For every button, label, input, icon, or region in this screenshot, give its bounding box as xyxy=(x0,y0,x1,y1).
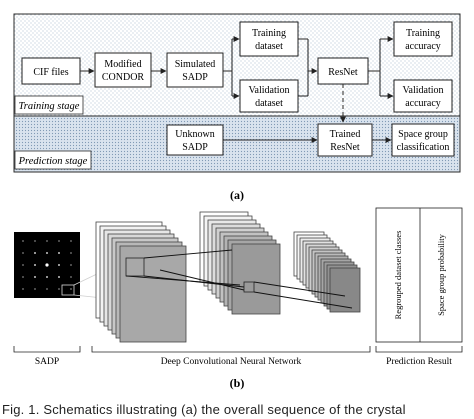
conv-layer-stack-3 xyxy=(293,231,361,313)
prediction-result-frame xyxy=(375,207,463,343)
unknown-line-2: SADP xyxy=(182,142,208,153)
train-acc-line-1: Training xyxy=(406,28,440,39)
regrouped-classes-label: Regrouped dataset classes xyxy=(393,231,403,320)
panel-a-arrows xyxy=(80,36,394,143)
val-acc-line-2: accuracy xyxy=(405,98,441,109)
section-brackets xyxy=(13,346,463,353)
resnet-box: ResNet xyxy=(317,57,369,85)
cif-files-box: CIF files xyxy=(21,57,81,85)
trained-resnet-box: Trained ResNet xyxy=(317,123,373,157)
space-group-probability-label: Space group probability xyxy=(436,233,446,315)
figure-caption: Fig. 1. Schematics illustrating (a) the … xyxy=(2,402,406,417)
panel-b-label: (b) xyxy=(230,376,245,390)
conv-layer-stack-1 xyxy=(95,221,187,343)
trained-line-1: Trained xyxy=(330,129,361,140)
resnet-text: ResNet xyxy=(328,67,358,78)
spacegroup-line-1: Space group xyxy=(398,129,448,140)
space-group-box: Space group classification xyxy=(391,123,455,157)
unknown-line-1: Unknown xyxy=(175,129,214,140)
panel-a-label: (a) xyxy=(230,188,244,202)
training-stage-label: Training stage xyxy=(19,101,80,112)
dcnn-section-label: Deep Convolutional Neural Network xyxy=(161,357,302,367)
trained-line-2: ResNet xyxy=(330,142,360,153)
validation-accuracy-box: Validation accuracy xyxy=(393,79,453,113)
training-stage-region xyxy=(13,13,461,117)
condor-line-1: Modified xyxy=(104,59,141,70)
sadp-line-2: SADP xyxy=(182,72,208,83)
val-ds-line-1: Validation xyxy=(248,85,289,96)
prediction-result-label: Prediction Result xyxy=(386,357,452,367)
conv-connections xyxy=(125,249,353,309)
panel-b: Regrouped dataset classes Space group pr… xyxy=(13,207,463,390)
validation-dataset-box: Validation dataset xyxy=(239,79,299,113)
sadp-diffraction-spots xyxy=(22,240,72,290)
condor-line-2: CONDOR xyxy=(102,72,145,83)
val-acc-line-1: Validation xyxy=(402,85,443,96)
train-acc-line-2: accuracy xyxy=(405,41,441,52)
cif-files-text: CIF files xyxy=(33,67,68,78)
conv-layer-stack-2 xyxy=(199,211,281,315)
val-ds-line-2: dataset xyxy=(255,98,283,109)
prediction-stage-label: Prediction stage xyxy=(18,156,88,167)
unknown-sadp-box: Unknown SADP xyxy=(166,124,224,156)
sadp-section-label: SADP xyxy=(35,357,59,367)
train-ds-line-2: dataset xyxy=(255,41,283,52)
modified-condor-box: Modified CONDOR xyxy=(94,52,152,88)
training-accuracy-box: Training accuracy xyxy=(393,21,453,57)
sadp-line-1: Simulated xyxy=(175,59,216,70)
spacegroup-line-2: classification xyxy=(397,142,450,153)
train-ds-line-1: Training xyxy=(252,28,286,39)
panel-a: Training stage Prediction stage CIF file… xyxy=(13,13,461,202)
training-dataset-box: Training dataset xyxy=(239,21,299,57)
simulated-sadp-box: Simulated SADP xyxy=(166,52,224,88)
